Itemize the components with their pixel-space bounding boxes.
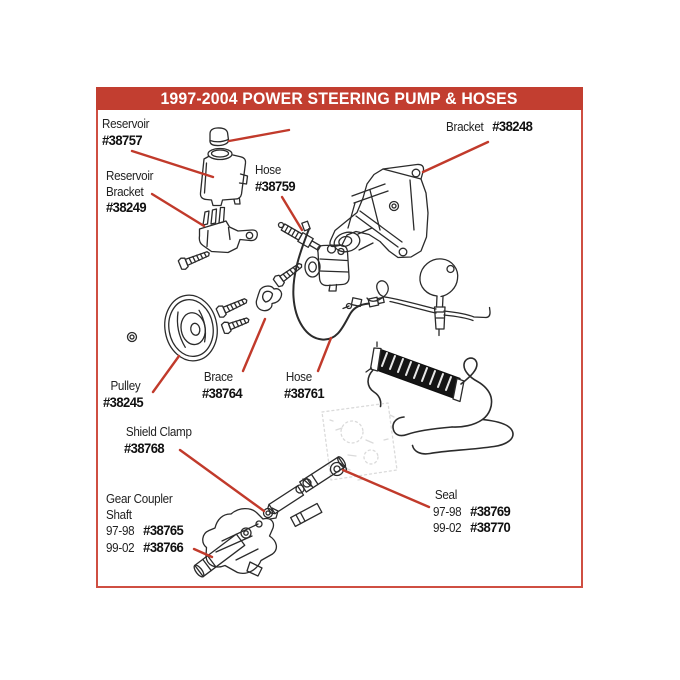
label-seal-name: Seal [434, 488, 458, 502]
label-gear-coupler-line2: Shaft [106, 507, 132, 522]
label-seal: Seal 97-98 #38769 99-02 #38770 [433, 488, 511, 537]
label-gear-coupler-shaft: Gear Coupler Shaft 97-98 #38765 99-02 #3… [106, 492, 184, 556]
label-reservoir-bracket-line1: Reservoir [106, 169, 154, 183]
label-hose-38761: Hose #38761 [284, 370, 325, 401]
label-pulley-name: Pulley [110, 379, 141, 393]
label-shield-clamp-name: Shield Clamp [125, 425, 192, 439]
label-brace-part: #38764 [202, 384, 243, 401]
label-seal-row2-part: #38770 [470, 519, 511, 535]
label-brace: Brace #38764 [202, 370, 243, 401]
label-reservoir-bracket-part: #38249 [106, 199, 147, 215]
label-reservoir-bracket-line2: Bracket [106, 184, 144, 199]
label-gear-coupler-row1-years: 97-98 [106, 524, 135, 538]
label-hose-38759-part: #38759 [255, 177, 296, 194]
label-hose-38759: Hose #38759 [255, 163, 296, 194]
label-brace-name: Brace [203, 370, 233, 384]
label-bracket-38248-name: Bracket [446, 120, 484, 134]
label-gear-coupler-row2-years: 99-02 [106, 540, 135, 555]
label-shield-clamp: Shield Clamp #38768 [124, 425, 192, 456]
label-reservoir-name: Reservoir [102, 117, 150, 131]
page-title: 1997-2004 POWER STEERING PUMP & HOSES [160, 88, 519, 108]
label-gear-coupler-row2-part: #38766 [143, 538, 184, 555]
label-gear-coupler-line1: Gear Coupler [106, 492, 173, 506]
label-seal-row1-years: 97-98 [433, 504, 462, 519]
label-bracket-38248-part: #38248 [492, 118, 533, 134]
label-reservoir: Reservoir #38757 [102, 117, 150, 148]
title-banner: 1997-2004 POWER STEERING PUMP & HOSES [96, 87, 583, 110]
label-seal-row1-part: #38769 [470, 502, 511, 519]
label-hose-38761-name: Hose [285, 370, 312, 384]
label-bracket-38248: Bracket #38248 [446, 118, 533, 136]
label-reservoir-bracket: Reservoir Bracket #38249 [106, 169, 154, 216]
label-hose-38761-part: #38761 [284, 384, 325, 401]
label-hose-38759-name: Hose [255, 163, 282, 177]
label-gear-coupler-row1-part: #38765 [143, 522, 184, 538]
label-pulley-part: #38245 [103, 393, 144, 410]
label-seal-row2-years: 99-02 [433, 521, 462, 535]
label-reservoir-part: #38757 [102, 131, 143, 148]
label-shield-clamp-part: #38768 [124, 439, 165, 456]
label-pulley: Pulley #38245 [103, 379, 144, 410]
